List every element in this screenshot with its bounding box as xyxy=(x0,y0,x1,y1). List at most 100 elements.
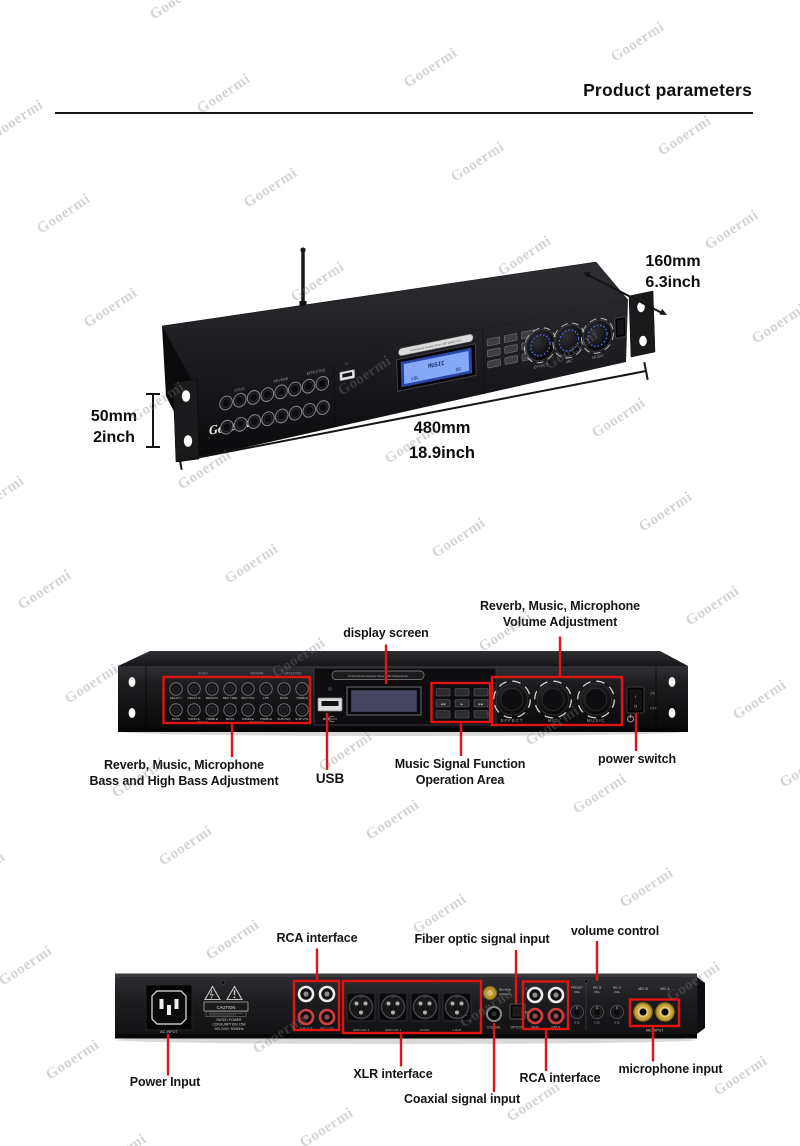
warning-triangle-lightning xyxy=(204,985,221,1001)
eq-knob-cap xyxy=(304,381,313,391)
antenna-tip xyxy=(300,247,306,253)
big-knob-effect: EFFECT xyxy=(493,680,531,723)
eq-knob-cap xyxy=(305,405,314,415)
xlr-pin xyxy=(363,1001,368,1006)
box-mic-input xyxy=(628,998,681,1028)
ear-hole xyxy=(181,390,191,402)
vol-knob-label: MIC A xyxy=(613,986,621,990)
lightning-icon xyxy=(209,989,214,999)
eq-knob-label: SUB VOL xyxy=(295,717,309,721)
eq-knob-cap xyxy=(263,390,272,400)
screw xyxy=(501,999,505,1003)
ear-hole xyxy=(668,708,676,718)
rear-view-device: AC INPUT CAUTION RATED POWER CONSUMPTION… xyxy=(115,941,705,1092)
eq-section-echo: ECHO xyxy=(198,671,208,675)
lcd-backlight xyxy=(403,350,470,385)
box-eq-knobs xyxy=(162,675,312,725)
eq-knob-cap xyxy=(279,684,289,694)
mic-b-jack-hole xyxy=(639,1008,647,1016)
mic-input-label: MIC INPUT xyxy=(646,1029,663,1033)
xlr-notch xyxy=(359,994,363,998)
eq-knob-label: DELAY R xyxy=(188,696,202,700)
eq-knob-cap xyxy=(261,705,271,715)
rca-hole xyxy=(532,992,538,998)
model-strip xyxy=(398,334,474,356)
xlr-notch xyxy=(423,994,427,998)
exclamation-dot xyxy=(233,996,236,999)
eq-knob-label: REPEAT xyxy=(206,696,218,700)
dimension-depth-inch: 6.3inch xyxy=(645,274,701,291)
big-knob-music: MUSIC xyxy=(577,680,615,723)
callout-usb: USB xyxy=(315,771,345,786)
rca-label: SUB OUT xyxy=(299,1027,313,1031)
dimension-height-inch: 2inch xyxy=(93,429,135,446)
ac-pin xyxy=(159,999,164,1009)
knob-label-music: MUSIC xyxy=(592,353,604,361)
panel-button xyxy=(487,358,501,369)
next-track-icon: ▶▶ xyxy=(479,702,484,706)
eq-knob-cap xyxy=(243,705,253,715)
eq-knob-cap xyxy=(236,419,245,429)
left-channel-mark: L xyxy=(526,987,528,991)
eq-section-reverb: REVERB xyxy=(250,671,263,675)
callout-music-line2: Operation Area xyxy=(415,772,505,787)
eq-knob-cap xyxy=(297,684,307,694)
knob-label-music: MUSIC xyxy=(587,718,606,723)
section-label-reverb: REVERB xyxy=(273,377,288,384)
callout-volume-line2: Volume Adjustment xyxy=(502,614,618,629)
eq-knob-cap xyxy=(318,403,328,412)
panel-button xyxy=(435,699,451,708)
power-o-mark: O xyxy=(634,705,637,709)
dimension-height: 50mm 2inch xyxy=(44,406,184,448)
mic-a-jack-hole xyxy=(661,1008,669,1016)
rca-hole xyxy=(303,991,309,997)
rear-bottom-edge xyxy=(115,1034,697,1039)
panel-button xyxy=(487,347,501,358)
panel-button xyxy=(454,710,470,719)
callout-music-signal: Music Signal Function Operation Area xyxy=(360,757,560,788)
section-label-echo: ECHO xyxy=(234,387,244,393)
ac-pin xyxy=(174,999,179,1009)
knob-label-effect: EFFECT xyxy=(501,718,524,723)
eq-knob-cap xyxy=(297,705,307,715)
usb-slot xyxy=(342,372,353,378)
dimension-depth: 160mm 6.3inch xyxy=(598,251,748,293)
dimension-width-inch: 18.9inch xyxy=(408,444,476,462)
page-title: Product parameters xyxy=(583,80,752,100)
function-buttons xyxy=(435,688,489,719)
front-callout-marks xyxy=(162,636,638,770)
panel-button xyxy=(454,688,470,697)
eq-knob-cap xyxy=(261,684,271,694)
callout-bass-line2: Bass and High Bass Adjustment xyxy=(89,773,279,788)
ear-hole xyxy=(637,301,645,313)
rca-hole xyxy=(532,1013,538,1019)
xlr-pin xyxy=(418,1001,423,1006)
xlr-pin xyxy=(459,1001,464,1006)
callout-volume-line1: Reverb, Music, Microphone xyxy=(479,599,641,613)
big-knob-music-top: MUSIC xyxy=(580,317,615,361)
rear-callout-marks xyxy=(166,941,681,1092)
front-view-bottom-edge xyxy=(118,728,688,732)
eq-knob-cap xyxy=(189,705,199,715)
caution-box xyxy=(203,1001,249,1012)
power-rocker xyxy=(629,689,642,711)
callout-music-line1: Music Signal Function xyxy=(394,757,526,771)
rca-hole xyxy=(553,1013,559,1019)
panel-button xyxy=(435,710,451,719)
top-view-device: Gooermi ECHO REVERB EFFECTED Professiona… xyxy=(146,247,667,470)
ear-hole xyxy=(639,335,647,347)
vol-knob-label: VOL xyxy=(574,990,580,994)
callout-bass-adjustment: Reverb, Music, Microphone Bass and High … xyxy=(44,758,324,789)
panel-button xyxy=(504,344,518,354)
eq-knob-cap xyxy=(225,705,235,715)
optical-inner xyxy=(512,1006,523,1017)
xlr-barrel xyxy=(380,994,406,1020)
callout-bass-line1: Reverb, Music, Microphone xyxy=(103,758,265,772)
eq-knob-label: DELAY L xyxy=(170,696,183,700)
eq-knob-cap xyxy=(290,384,299,394)
